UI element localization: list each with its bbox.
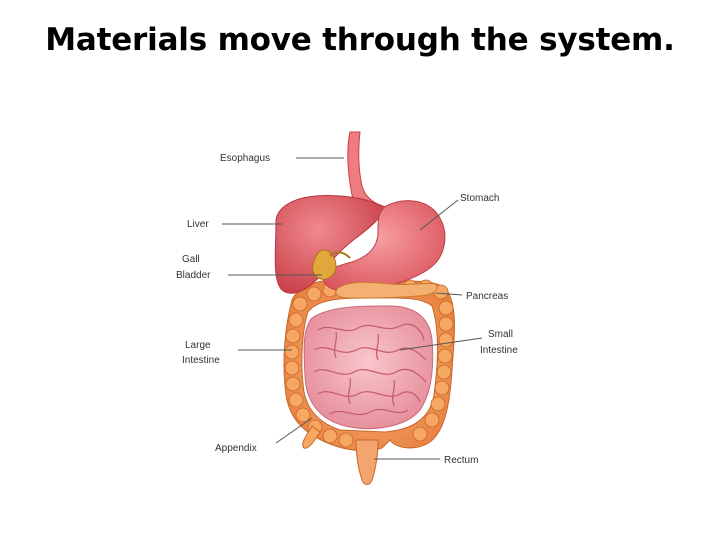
small-intestine-coils (313, 323, 427, 416)
label-large-intestine-line2: Intestine (182, 355, 220, 366)
label-pancreas: Pancreas (466, 291, 508, 302)
leader-lines (222, 157, 483, 460)
label-small-intestine-line2: Intestine (480, 345, 518, 356)
label-liver: Liver (187, 219, 209, 230)
appendix-organ (302, 425, 321, 449)
pancreas-organ (335, 281, 438, 299)
label-esophagus: Esophagus (220, 153, 270, 164)
page-title: Materials move through the system. (45, 22, 675, 58)
rectum-organ (355, 439, 379, 485)
label-stomach: Stomach (460, 193, 499, 204)
label-gall-bladder-line1: Gall (182, 254, 200, 265)
bile-duct (329, 251, 351, 259)
label-rectum: Rectum (444, 455, 478, 466)
gall-bladder-organ (312, 249, 337, 280)
small-intestine-organ (303, 305, 434, 430)
label-appendix: Appendix (215, 443, 257, 454)
label-gall-bladder-line2: Bladder (176, 270, 211, 281)
liver-organ (274, 195, 384, 294)
label-small-intestine-line1: Small (488, 329, 513, 340)
label-large-intestine-line1: Large (185, 340, 211, 351)
